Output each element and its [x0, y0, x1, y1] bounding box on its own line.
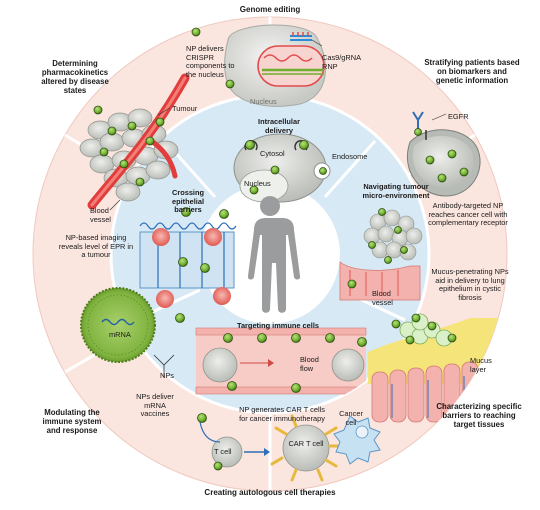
nanoparticle — [447, 333, 457, 343]
nanoparticle — [411, 313, 421, 323]
nanoparticle — [219, 209, 229, 219]
inner-intracellular: Intracellular delivery — [258, 117, 300, 135]
label-cas9: Cas9/gRNA RNP — [322, 53, 361, 71]
label-antibody-np: Antibody-targeted NP reaches cancer cell… — [428, 201, 508, 228]
nanoparticle — [249, 185, 259, 195]
label-np-mrna: NPs deliver mRNA vaccines — [136, 392, 174, 419]
nanoparticle — [107, 126, 117, 136]
immune-vessel-scene — [195, 327, 367, 395]
label-car-generates: NP generates CAR T cells for cancer immu… — [239, 405, 325, 423]
nanoparticle — [291, 383, 301, 393]
nanoparticle — [127, 121, 137, 131]
nanoparticle — [227, 381, 237, 391]
nanoparticle — [257, 333, 267, 343]
label-mucus-np: Mucus-penetrating NPs aid in delivery to… — [431, 267, 509, 302]
label-nucleus-outer: Nucleus — [250, 97, 277, 106]
section-stratifying: Stratifying patients based on biomarkers… — [424, 58, 520, 85]
nanoparticle — [119, 159, 129, 169]
label-endosome: Endosome — [332, 152, 368, 161]
nanoparticle — [325, 333, 335, 343]
label-cytosol: Cytosol — [260, 149, 285, 158]
car-t-scene — [199, 414, 381, 482]
genome-editing-scene — [224, 24, 326, 107]
nanoparticle — [223, 333, 233, 343]
section-characterizing-barriers: Characterizing specific barriers to reac… — [436, 402, 522, 429]
inner-crossing: Crossing epithelial barriers — [171, 188, 205, 215]
antibody-np-scene — [406, 111, 481, 197]
nanoparticle — [175, 313, 185, 323]
nanoparticle — [391, 319, 401, 329]
label-blood-flow: Blood flow — [300, 355, 319, 373]
section-pharmacokinetics: Determining pharmacokinetics altered by … — [41, 59, 109, 95]
nanoparticle — [270, 165, 280, 175]
nanoparticle — [197, 413, 207, 423]
label-mucus-layer: Mucus layer — [470, 356, 492, 374]
label-t-cell: T cell — [214, 447, 232, 456]
nanoparticle — [378, 208, 386, 216]
epithelial-scene — [139, 222, 237, 308]
nanoparticle — [414, 128, 422, 136]
nanoparticle — [384, 256, 392, 264]
label-blood-vessel: Blood vessel — [90, 206, 111, 224]
nanoparticle — [357, 337, 367, 347]
nanoparticle — [425, 155, 435, 165]
mucus-epithelium-scene — [368, 313, 500, 423]
label-nucleus-inner: Nucleus — [244, 179, 271, 188]
nanoparticle — [155, 117, 165, 127]
label-np-imaging: NP-based imaging reveals level of EPR in… — [58, 233, 134, 260]
label-np-crispr: NP delivers CRISPR components to the nuc… — [186, 44, 235, 79]
section-genome-editing: Genome editing — [239, 5, 301, 14]
label-blood-vessel-2: Blood vessel — [372, 289, 393, 307]
label-cancer-cell: Cancer cell — [339, 409, 363, 427]
nanoparticle — [447, 149, 457, 159]
nanoparticle — [93, 105, 103, 115]
tumour-env-scene — [339, 209, 423, 301]
nanoparticle — [178, 257, 188, 267]
section-autologous: Creating autologous cell therapies — [204, 488, 336, 497]
human-silhouette — [247, 196, 301, 313]
label-tumour: Tumour — [172, 104, 198, 113]
nanoparticle — [319, 167, 327, 175]
lnp-mrna-scene — [80, 287, 175, 377]
nanoparticle — [213, 461, 223, 471]
intracellular-scene — [233, 133, 331, 203]
nanoparticle — [427, 321, 437, 331]
nanoparticle — [291, 333, 301, 343]
nanoparticle — [135, 177, 145, 187]
nanoparticle — [394, 226, 402, 234]
nanoparticle — [368, 241, 376, 249]
nanoparticle — [437, 173, 447, 183]
label-egfr: EGFR — [448, 112, 469, 121]
label-nps: NPs — [160, 371, 174, 380]
nanoparticle — [405, 335, 415, 345]
nanoparticle — [99, 147, 109, 157]
nanoparticle — [200, 263, 210, 273]
section-modulating-immune: Modulating the immune system and respons… — [42, 408, 102, 435]
nanoparticle — [299, 140, 309, 150]
nanoparticle — [400, 246, 408, 254]
nanoparticle — [225, 79, 235, 89]
nanoparticle — [245, 140, 255, 150]
label-mrna: mRNA — [109, 330, 131, 339]
nanoparticle — [459, 167, 469, 177]
nanoparticle — [191, 27, 201, 37]
inner-navigating: Navigating tumour micro-environment — [362, 182, 430, 200]
nanoparticle — [145, 136, 155, 146]
nanoparticles — [93, 27, 469, 471]
nanoparticle — [347, 279, 357, 289]
label-car-t: CAR T cell — [288, 439, 324, 448]
nanoparticle — [181, 207, 191, 217]
inner-targeting-immune: Targeting immune cells — [236, 321, 319, 330]
